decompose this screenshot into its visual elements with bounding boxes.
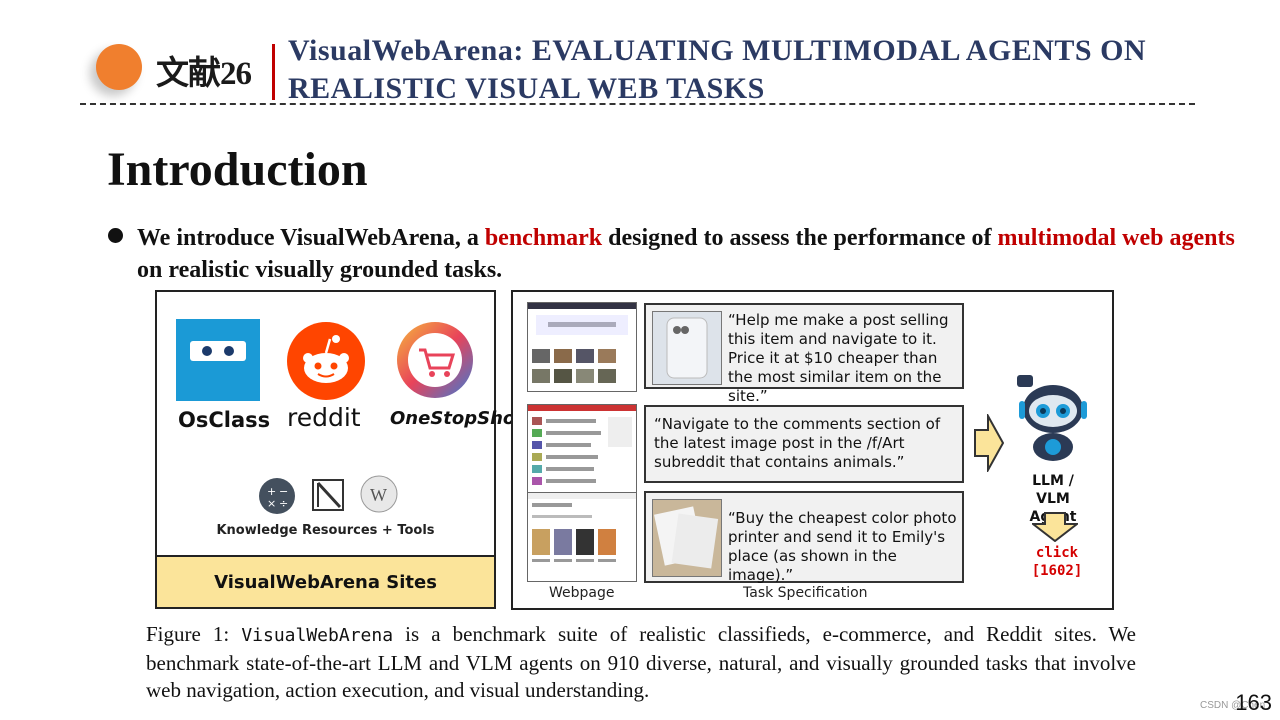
figure-tasks-panel: “Help me make a post selling this item a… — [511, 290, 1114, 610]
task-box-2: “Navigate to the comments section of the… — [644, 405, 964, 483]
bullet-part-2: designed to assess the performance of — [602, 225, 998, 251]
header-dashed-rule — [80, 103, 1195, 105]
bullet-part-1: We introduce VisualWebArena, a — [137, 225, 485, 251]
task-text-2: “Navigate to the comments section of the… — [654, 415, 941, 471]
paper-title-line-2: REALISTIC VISUAL WEB TASKS — [288, 72, 765, 105]
task-text-3: “Buy the cheapest color photo printer an… — [728, 509, 957, 584]
site-name-osclass: OsClass — [178, 408, 271, 432]
bullet-dot — [108, 228, 123, 243]
phone-image — [652, 311, 722, 385]
bullet-text: We introduce VisualWebArena, a benchmark… — [137, 222, 1247, 286]
osclass-logo-icon — [176, 319, 260, 401]
onestopshop-logo-icon — [395, 320, 475, 400]
header-orange-circle — [96, 44, 142, 90]
photo-image — [652, 499, 722, 577]
webpage-thumbnail-3 — [527, 492, 637, 582]
figure-sites-panel: OsClass reddit — [155, 290, 528, 609]
task-box-3: “Buy the cheapest color photo printer an… — [644, 491, 964, 584]
bullet-highlight-benchmark: benchmark — [484, 225, 603, 251]
bullet-highlight-agents: multimodal web agents — [997, 225, 1235, 251]
svg-text:+: + — [267, 485, 276, 498]
watermark: CSDN @Chen — [1200, 700, 1266, 711]
calculator-icon: + − × ÷ — [258, 477, 296, 515]
svg-text:−: − — [279, 485, 288, 498]
svg-text:W: W — [370, 485, 387, 505]
task-box-1: “Help me make a post selling this item a… — [644, 303, 964, 405]
paper-title-line-1: VisualWebArena: EVALUATING MULTIMODAL AG… — [288, 34, 1147, 67]
site-name-onestopshop: OneStopShop — [390, 408, 529, 429]
robot-agent-icon — [1013, 369, 1093, 464]
caption-mono-name: VisualWebArena — [241, 625, 394, 646]
down-arrow-icon — [1030, 512, 1080, 543]
tools-label: Knowledge Resources + Tools — [216, 523, 435, 538]
wikipedia-icon: W — [359, 474, 399, 514]
webpage-thumbnail-2 — [527, 404, 637, 494]
action-line-2: [1602] — [1031, 563, 1083, 579]
agent-label-line-1: LLM / VLM — [1032, 473, 1074, 507]
figure-caption: Figure 1: VisualWebArena is a benchmark … — [146, 621, 1136, 705]
webpage-label: Webpage — [549, 585, 615, 601]
svg-text:÷: ÷ — [279, 497, 288, 510]
caption-rest: is a benchmark suite of realistic classi… — [146, 622, 1136, 702]
scratchpad-icon — [310, 477, 346, 513]
site-name-reddit: reddit — [287, 403, 361, 432]
action-line-1: click — [1035, 545, 1079, 561]
caption-prefix: Figure 1: — [146, 622, 242, 646]
svg-text:×: × — [267, 497, 276, 510]
action-label: click [1602] — [1013, 544, 1101, 580]
task-specification-label: Task Specification — [743, 585, 868, 601]
sites-footer-bar: VisualWebArena Sites — [157, 555, 494, 607]
section-title: Introduction — [107, 143, 368, 196]
header-divider-bar — [272, 44, 275, 100]
reference-label: 文献26 — [156, 56, 252, 92]
reddit-logo-icon — [287, 322, 365, 400]
page-number: 163 — [1235, 690, 1272, 715]
paper-title: VisualWebArena: EVALUATING MULTIMODAL AG… — [288, 32, 1218, 108]
bullet-part-3: on realistic visually grounded tasks. — [137, 257, 503, 283]
right-arrow-icon — [974, 412, 1005, 474]
task-text-1: “Help me make a post selling this item a… — [728, 311, 949, 405]
webpage-thumbnail-1 — [527, 302, 637, 392]
